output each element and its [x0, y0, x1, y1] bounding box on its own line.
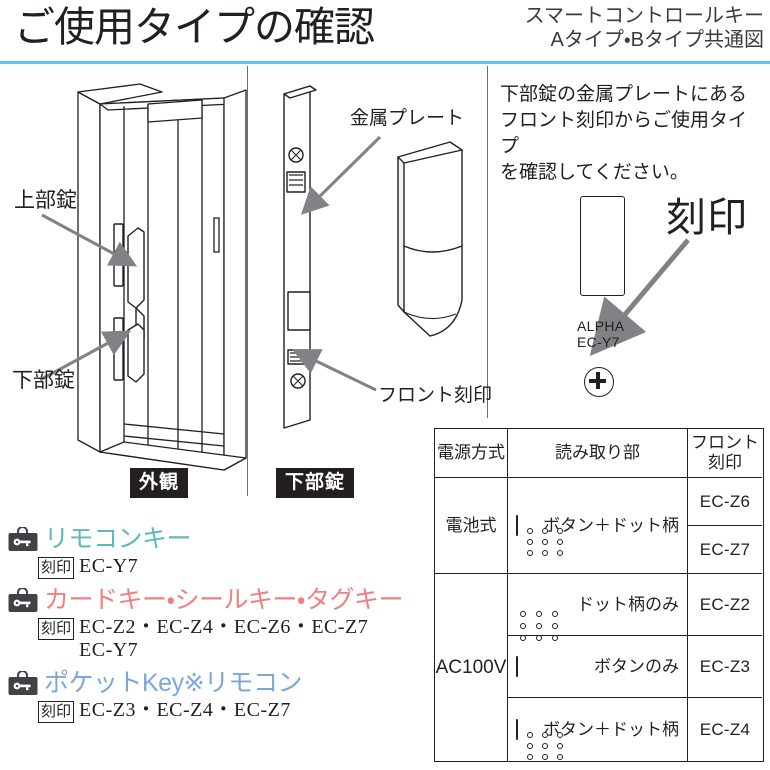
- table-cell-reader-button-only: ボタンのみ: [507, 635, 687, 697]
- table-header-power: 電源方式: [437, 443, 505, 462]
- badge-lower-lock: 下部錠: [276, 468, 355, 498]
- label-lower-lock: 下部錠: [12, 369, 75, 392]
- subtitle-line-1: スマートコントロールキー: [524, 5, 764, 27]
- table-cell-power-ac: AC100V: [435, 573, 507, 761]
- page-subtitle: スマートコントロールキー Aタイプ・Bタイプ共通図: [525, 4, 764, 52]
- key-type-legend: リモコンキー 刻印 EC-Y7: [8, 524, 428, 725]
- legend-codes-line-1: EC-Z3・EC-Z4・EC-Z7: [79, 699, 291, 721]
- header-divider: [0, 61, 770, 64]
- legend-stamp-box: 刻印: [38, 618, 75, 640]
- table-header-reader: 読み取り部: [507, 429, 687, 477]
- key-bag-icon: [8, 669, 38, 696]
- panel-divider-2: [487, 66, 488, 418]
- instruction-line-1: 下部錠の金属プレートにある: [500, 84, 748, 105]
- legend-item-name: カードキー・シールキー・タグキー: [44, 586, 404, 614]
- table-cell-code: EC-Z7: [687, 525, 762, 573]
- legend-item-name: リモコンキー: [44, 525, 192, 553]
- plate-model: EC-Y7: [577, 334, 620, 350]
- legend-codes: EC-Y7: [79, 555, 138, 578]
- legend-codes: EC-Z3・EC-Z4・EC-Z7: [79, 699, 291, 722]
- key-bag-icon: [8, 525, 38, 552]
- table-cell-code: EC-Z2: [687, 573, 762, 635]
- label-upper-lock: 上部錠: [14, 189, 77, 212]
- label-metal-plate: 金属プレート: [350, 108, 465, 129]
- plate-brand: ALPHA: [577, 318, 625, 334]
- panel-divider-1: [247, 66, 248, 496]
- phillips-screw-icon: [584, 367, 614, 397]
- legend-codes-line-1: EC-Z2・EC-Z4・EC-Z6・EC-Z7: [79, 616, 369, 638]
- instruction-line-3: を確認してください。: [500, 162, 689, 183]
- legend-codes-line-2: EC-Y7: [79, 639, 139, 661]
- table-cell-code: EC-Z4: [687, 697, 762, 761]
- table-cell-reader-button-dots: ボタン＋ドット柄: [507, 697, 687, 761]
- subtitle-line-2: Aタイプ・Bタイプ共通図: [550, 29, 764, 51]
- table-cell-code: EC-Z6: [687, 477, 762, 525]
- table-cell-reader-dots-only: ドット柄のみ: [507, 573, 687, 641]
- legend-item: カードキー・シールキー・タグキー 刻印 EC-Z2・EC-Z4・EC-Z6・EC…: [8, 585, 428, 662]
- plate-stamp-text: ALPHA EC-Y7: [577, 318, 624, 350]
- reader-desc: ドット柄のみ: [577, 594, 679, 614]
- table-header-stamp-line-2: 刻印: [708, 453, 742, 472]
- plate-outline: [580, 196, 625, 296]
- table-cell-power-battery: 電池式: [435, 477, 507, 573]
- reader-desc: ボタン＋ドット柄: [543, 719, 679, 739]
- legend-codes: EC-Z2・EC-Z4・EC-Z6・EC-Z7 EC-Y7: [79, 616, 368, 662]
- table-header-stamp: フロント 刻印: [687, 429, 762, 477]
- legend-stamp-box: 刻印: [38, 557, 75, 579]
- label-front-stamp: フロント刻印: [378, 385, 493, 406]
- table-header-stamp-line-1: フロント: [691, 433, 759, 452]
- legend-codes-line-1: EC-Y7: [79, 555, 139, 577]
- page-header: ご使用タイプの確認 スマートコントロールキー Aタイプ・Bタイプ共通図: [0, 0, 770, 56]
- legend-item: リモコンキー 刻印 EC-Y7: [8, 524, 428, 579]
- instruction-line-2: フロント刻印からご使用タイプ: [500, 110, 748, 157]
- label-stamp-callout: 刻印: [666, 196, 748, 240]
- badge-exterior-view: 外観: [130, 468, 189, 498]
- reader-button-dots: [516, 514, 563, 556]
- reader-desc: ボタン＋ドット柄: [543, 515, 679, 535]
- page-title: ご使用タイプの確認: [14, 4, 375, 50]
- reader-button-only: [516, 655, 518, 677]
- reader-button-dots: [516, 718, 563, 760]
- legend-item-name: ポケットKey※リモコン: [44, 669, 303, 697]
- reader-desc: ボタンのみ: [594, 656, 679, 676]
- key-bag-icon: [8, 586, 38, 613]
- spec-table: 電源方式 読み取り部 フロント 刻印 電池式: [434, 428, 764, 762]
- table-cell-code: EC-Z3: [687, 635, 762, 697]
- legend-item: ポケットKey※リモコン 刻印 EC-Z3・EC-Z4・EC-Z7: [8, 668, 428, 723]
- legend-stamp-box: 刻印: [38, 701, 75, 723]
- table-cell-reader-battery: ボタン＋ドット柄: [507, 477, 687, 573]
- instruction-text: 下部錠の金属プレートにある フロント刻印からご使用タイプ を確認してください。: [500, 82, 762, 186]
